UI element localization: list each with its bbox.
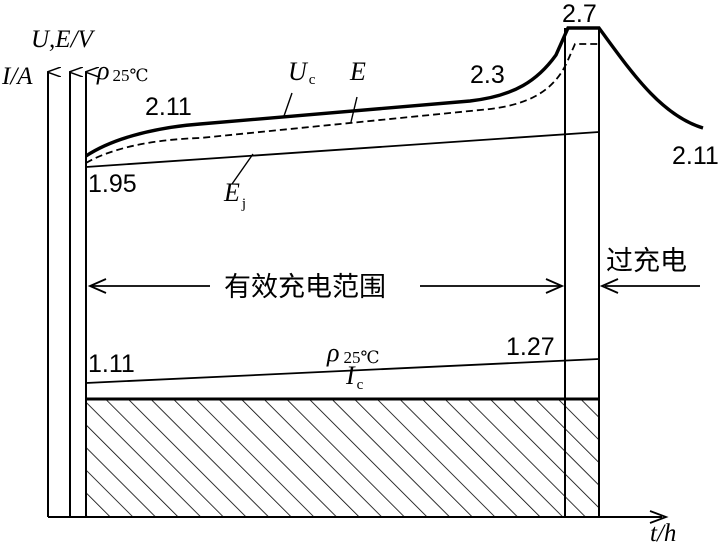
label-effective-charging: 有效充电范围 [224,272,386,303]
range-arrow-left [87,278,107,294]
label-e: E [349,57,366,86]
label-x-axis: t/h [650,520,676,544]
value-end-voltage: 2.11 [672,142,719,170]
leader-e [350,96,358,123]
range-arrow-right [545,278,565,294]
curve-terminal-voltage [85,26,704,158]
curve-emf [85,43,599,164]
overcharge-arrow [599,278,619,294]
hatched-area [86,399,599,516]
leader-uc [283,92,293,117]
curve-density [85,358,600,384]
leader-ej [231,153,254,185]
label-overcharge: 过充电 [606,246,687,277]
value-early-voltage: 2.11 [145,93,192,121]
value-density-start: 1.11 [88,350,135,378]
label-y-inner: U,E/V [31,26,96,53]
value-density-end: 1.27 [506,333,555,361]
curve-polarization-emf [85,131,600,168]
value-start-voltage: 1.95 [88,170,137,198]
value-late-voltage: 2.3 [470,61,505,89]
label-y-outer: I/A [1,63,33,90]
x-axis-arrowhead [649,510,669,524]
value-peak-voltage: 2.7 [562,0,597,28]
